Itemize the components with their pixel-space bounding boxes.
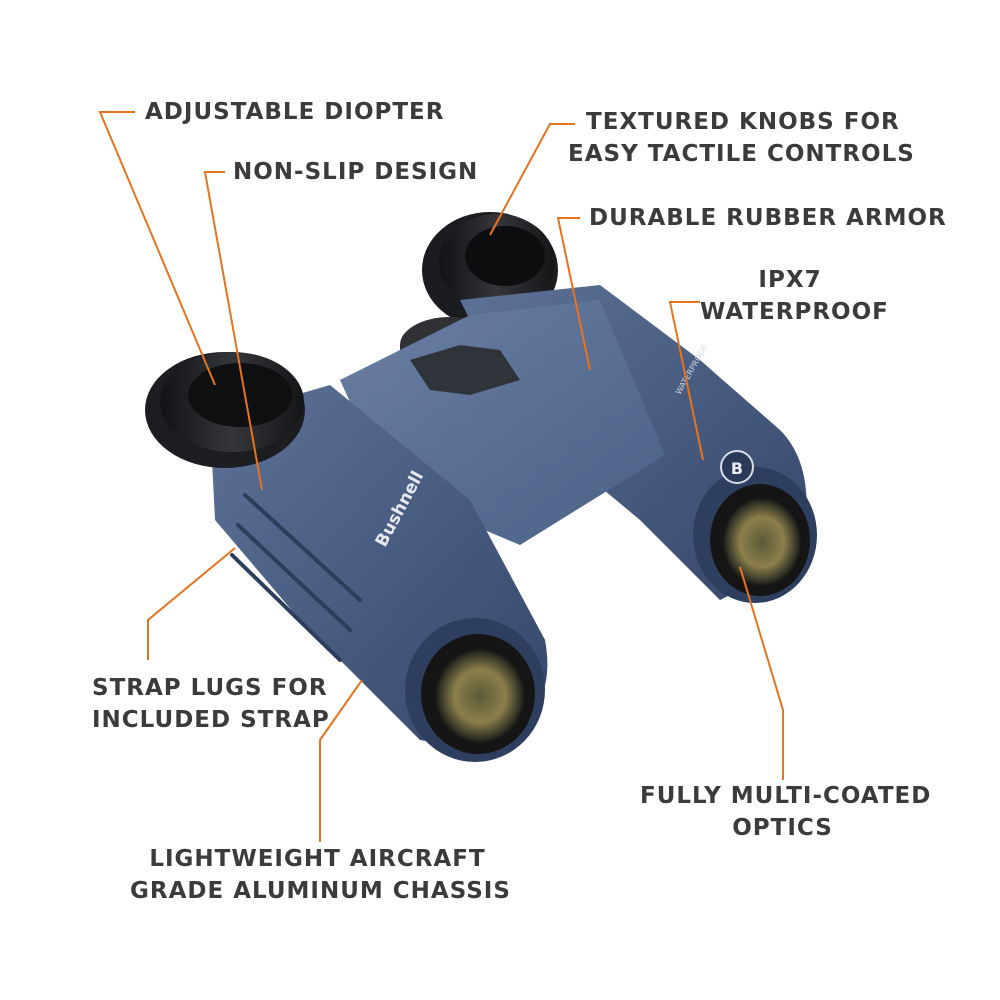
brand-badge: B <box>720 450 754 484</box>
line-adjustable-diopter <box>98 111 216 386</box>
callout-text: WATERPROOF <box>700 299 889 325</box>
callout-text: TEXTURED KNOBS FOR <box>586 109 900 135</box>
callout-text: STRAP LUGS FOR <box>92 675 328 701</box>
callout-text: IPX7 <box>758 267 822 293</box>
callout-fully-multi-coated-optics: FULLY MULTI-COATED OPTICS <box>640 780 932 844</box>
callout-text: LIGHTWEIGHT AIRCRAFT <box>149 846 486 872</box>
callout-lightweight-chassis: LIGHTWEIGHT AIRCRAFT GRADE ALUMINUM CHAS… <box>130 843 511 907</box>
callout-strap-lugs: STRAP LUGS FOR INCLUDED STRAP <box>92 672 330 736</box>
callout-adjustable-diopter: ADJUSTABLE DIOPTER <box>145 96 444 128</box>
right-objective-lens <box>693 467 817 603</box>
callout-lines <box>98 111 784 842</box>
callout-ipx7-waterproof: IPX7 WATERPROOF <box>700 264 889 328</box>
line-fully-coated <box>739 566 784 780</box>
callout-text: INCLUDED STRAP <box>92 707 330 733</box>
callout-text: ADJUSTABLE DIOPTER <box>145 99 445 125</box>
line-rubber-armor <box>556 217 591 371</box>
left-objective-lens <box>405 618 545 762</box>
right-eyecup <box>422 212 558 328</box>
grip-ribs <box>230 493 362 662</box>
callout-text: GRADE ALUMINUM CHASSIS <box>130 878 511 904</box>
callout-non-slip-design: NON-SLIP DESIGN <box>233 156 478 188</box>
left-eyecup <box>145 352 305 468</box>
callout-text: OPTICS <box>732 815 833 841</box>
line-ipx7 <box>668 301 704 461</box>
line-strap-lugs <box>147 547 236 660</box>
svg-text:B: B <box>731 459 743 478</box>
callout-text: DURABLE RUBBER ARMOR <box>589 205 947 231</box>
line-textured-knobs <box>489 123 575 236</box>
line-non-slip <box>203 171 263 491</box>
callout-textured-knobs: TEXTURED KNOBS FOR EASY TACTILE CONTROLS <box>568 106 915 170</box>
callout-text: EASY TACTILE CONTROLS <box>568 141 915 167</box>
line-chassis <box>319 679 363 842</box>
callout-durable-rubber-armor: DURABLE RUBBER ARMOR <box>589 202 947 234</box>
callout-text: NON-SLIP DESIGN <box>233 159 479 185</box>
callout-text: FULLY MULTI-COATED <box>640 783 932 809</box>
